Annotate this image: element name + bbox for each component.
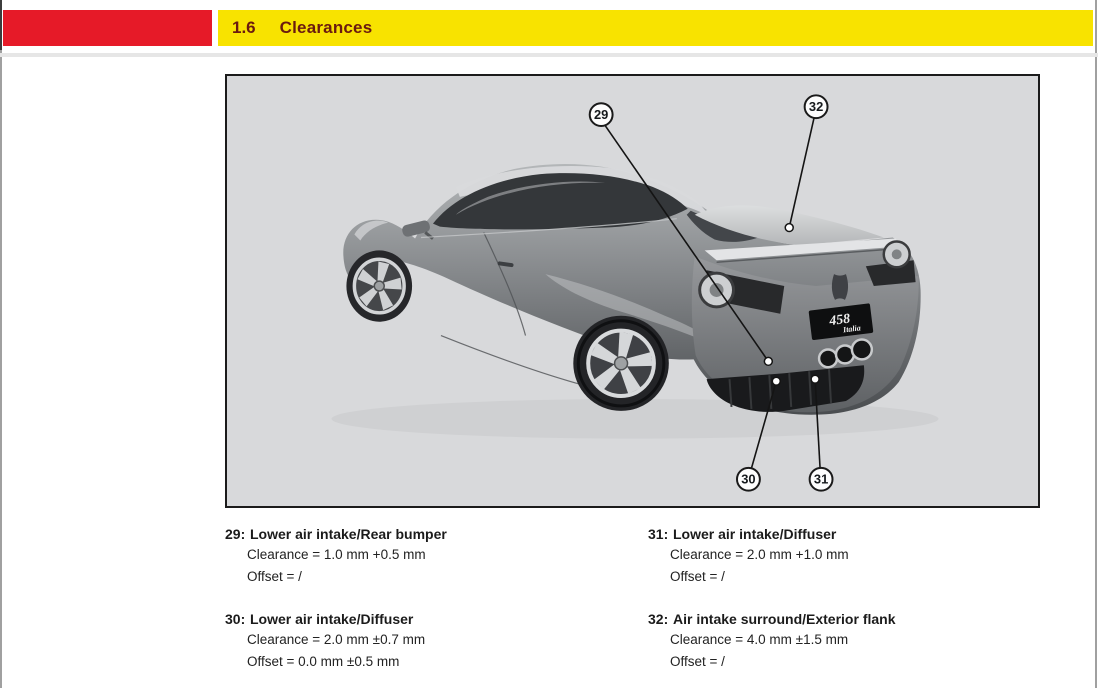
page-left-border	[0, 0, 2, 688]
spec-32-offset: Offset = /	[670, 654, 725, 669]
callout-30: 30	[735, 466, 761, 492]
spec-item-29: 29: Lower air intake/Rear bumper Clearan…	[225, 524, 635, 588]
spec-item-31: 31: Lower air intake/Diffuser Clearance …	[648, 524, 1058, 588]
spec-item-32: 32: Air intake surround/Exterior flank C…	[648, 609, 1058, 673]
page-right-border	[1095, 0, 1097, 688]
spec-32-title-row: 32: Air intake surround/Exterior flank	[648, 609, 1058, 629]
spec-31-title-row: 31: Lower air intake/Diffuser	[648, 524, 1058, 544]
spec-30-title: Lower air intake/Diffuser	[250, 611, 414, 627]
tail-light-left	[698, 271, 735, 309]
clearances-figure-panel: 458 Italia	[225, 74, 1040, 508]
spec-32-number: 32:	[648, 611, 669, 627]
rear-haunch-highlight	[545, 274, 725, 350]
rear-diffuser	[706, 365, 865, 412]
spoiler-underline	[716, 247, 902, 264]
spec-29-offset: Offset = /	[247, 569, 302, 584]
spec-29-title-row: 29: Lower air intake/Rear bumper	[225, 524, 635, 544]
badge-sub-text: Italia	[842, 323, 862, 334]
section-number: 1.6	[232, 18, 256, 37]
rear-wheel	[573, 315, 669, 411]
callout-29: 29	[588, 102, 614, 128]
car-illustration: 458 Italia	[331, 94, 939, 492]
spec-column-right: 31: Lower air intake/Diffuser Clearance …	[648, 524, 1058, 688]
spec-32-title: Air intake surround/Exterior flank	[673, 611, 896, 627]
svg-text:30: 30	[741, 472, 755, 487]
spec-31-clearance: Clearance = 2.0 mm +1.0 mm	[670, 547, 849, 562]
red-accent-block	[3, 10, 212, 46]
ferrari-emblem-icon	[831, 274, 849, 300]
svg-text:29: 29	[594, 107, 608, 122]
spec-31-offset: Offset = /	[670, 569, 725, 584]
spec-29-number: 29:	[225, 526, 246, 542]
side-window-reflection	[455, 181, 606, 215]
spec-31-number: 31:	[648, 526, 669, 542]
tail-light-right	[882, 240, 911, 269]
section-header-bar: 1.6 Clearances	[218, 10, 1093, 46]
spec-32-clearance: Clearance = 4.0 mm ±1.5 mm	[670, 632, 849, 647]
front-fender-highlight	[354, 220, 389, 241]
spec-29-clearance: Clearance = 1.0 mm +0.5 mm	[247, 547, 426, 562]
badge-model-text: 458	[828, 312, 852, 330]
section-title: Clearances	[279, 18, 373, 37]
side-window	[432, 173, 688, 230]
spec-30-clearance: Clearance = 2.0 mm ±0.7 mm	[247, 632, 426, 647]
callout-target-dots	[763, 222, 820, 386]
side-mirror	[402, 220, 434, 240]
header-divider-line	[0, 53, 1098, 57]
spec-29-title: Lower air intake/Rear bumper	[250, 526, 447, 542]
callout-leader-lines	[604, 117, 821, 469]
svg-text:31: 31	[814, 472, 828, 487]
spec-30-offset: Offset = 0.0 mm ±0.5 mm	[247, 654, 400, 669]
spec-column-left: 29: Lower air intake/Rear bumper Clearan…	[225, 524, 635, 688]
model-badge: 458 Italia	[808, 303, 874, 340]
front-wheel	[346, 250, 413, 322]
spec-31-title: Lower air intake/Diffuser	[673, 526, 837, 542]
callout-32: 32	[803, 94, 829, 120]
spoiler-lip	[704, 238, 902, 261]
door-handle	[497, 261, 514, 268]
spec-30-number: 30:	[225, 611, 246, 627]
svg-text:32: 32	[809, 99, 823, 114]
page-left-border-dark	[0, 0, 2, 50]
callout-31: 31	[808, 466, 834, 492]
spec-30-title-row: 30: Lower air intake/Diffuser	[225, 609, 635, 629]
exhaust-pipes	[817, 338, 874, 369]
spec-item-30: 30: Lower air intake/Diffuser Clearance …	[225, 609, 635, 673]
